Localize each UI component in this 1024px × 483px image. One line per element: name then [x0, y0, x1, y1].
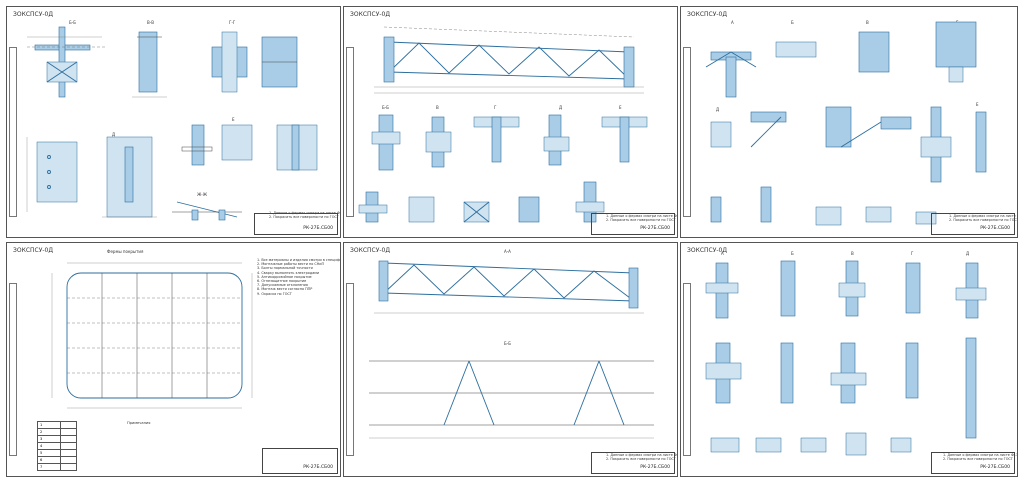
- sheet-sidebar: [683, 283, 691, 456]
- drawing-sheet-5: ЗОКСПСУ-0Д А-А Б-Б 1. Данные о фермах см…: [343, 242, 678, 477]
- title-block: РК-27Б.СБ00: [262, 448, 338, 474]
- view-label: А: [731, 20, 734, 25]
- view-label: Б-Б: [69, 20, 76, 25]
- view-label: В: [851, 251, 854, 256]
- view-label: Д: [716, 107, 720, 112]
- notes-header: Примечания: [127, 421, 151, 425]
- title-block: РК-27Б.СБ00: [254, 213, 338, 235]
- sheet-4-graphics: [51, 262, 253, 409]
- view-label: Ж-Ж: [197, 192, 208, 197]
- sheet-header: ЗОКСПСУ-0Д: [13, 11, 54, 18]
- sheet-3-graphics: [705, 21, 987, 226]
- view-label: Е: [976, 102, 979, 107]
- view-label: Д: [559, 105, 563, 110]
- drawing-sheet-3: ЗОКСПСУ-0Д А Б В Г Д Е 1. Данные о ферма…: [680, 6, 1018, 238]
- sheet-title: Фермы покрытия: [107, 249, 144, 254]
- drawing-sheet-4: ЗОКСПСУ-0Д Фермы покрытия 1 2 3 4 5 6 7 …: [6, 242, 341, 477]
- spec-notes: 1. Все материалы и изделия смотри в спец…: [257, 258, 340, 296]
- drawing-sheet-6: ЗОКСПСУ-0Д А Б В Г Д 1. Данные о фермах …: [680, 242, 1018, 477]
- sheet-header: ЗОКСПСУ-0Д: [687, 247, 728, 254]
- sheet-1-graphics: [26, 26, 318, 221]
- drawing-code: РК-27Б.СБ00: [303, 226, 333, 231]
- sheet-header: ЗОКСПСУ-0Д: [13, 247, 54, 254]
- view-label: А-А: [504, 249, 511, 254]
- view-label: Б-Б: [504, 341, 511, 346]
- sheet-sidebar: [346, 47, 354, 217]
- title-block: РК-27Б.СБ00: [931, 213, 1015, 235]
- view-label: Б-Б: [382, 105, 389, 110]
- title-block: РК-27Б.СБ00: [591, 213, 675, 235]
- view-label: Б: [791, 20, 794, 25]
- spec-table: 1 2 3 4 5 6 7: [36, 421, 77, 471]
- sheet-header: ЗОКСПСУ-0Д: [350, 11, 391, 18]
- view-label: В: [866, 20, 869, 25]
- drawing-code: РК-27Б.СБ00: [980, 465, 1010, 470]
- title-block: РК-27Б.СБ00: [591, 452, 675, 474]
- sheet-sidebar: [9, 283, 17, 456]
- drawing-code: РК-27Б.СБ00: [640, 465, 670, 470]
- drawing-sheet-1: ЗОКСПСУ-0Д Б-Б В-В Г-Г Д Е Ж-Ж: [6, 6, 341, 238]
- sheet-6-graphics: [705, 260, 987, 456]
- view-label: В-В: [147, 20, 154, 25]
- sheet-sidebar: [9, 47, 17, 217]
- sheet-sidebar: [346, 283, 354, 456]
- view-label: Г: [494, 105, 497, 110]
- drawing-code: РК-27Б.СБ00: [980, 226, 1010, 231]
- sheet-5-graphics: [369, 260, 654, 439]
- drawing-code: РК-27Б.СБ00: [303, 465, 333, 470]
- title-block: РК-27Б.СБ00: [931, 452, 1015, 474]
- sheet-header: ЗОКСПСУ-0Д: [687, 11, 728, 18]
- view-label: Е: [232, 117, 235, 122]
- drawing-code: РК-27Б.СБ00: [640, 226, 670, 231]
- view-label: Г: [911, 251, 914, 256]
- view-label: А: [721, 251, 724, 256]
- view-label: Д: [112, 132, 116, 137]
- view-label: Д: [966, 251, 970, 256]
- drawing-sheet-2: ЗОКСПСУ-0Д Б-Б В Г Д Е: [343, 6, 678, 238]
- view-label: Б: [791, 251, 794, 256]
- view-label: Г-Г: [229, 20, 236, 25]
- sheet-header: ЗОКСПСУ-0Д: [350, 247, 391, 254]
- view-label: Е: [619, 105, 622, 110]
- view-label: В: [436, 105, 439, 110]
- sheet-2-graphics: [358, 26, 648, 223]
- sheet-sidebar: [683, 47, 691, 217]
